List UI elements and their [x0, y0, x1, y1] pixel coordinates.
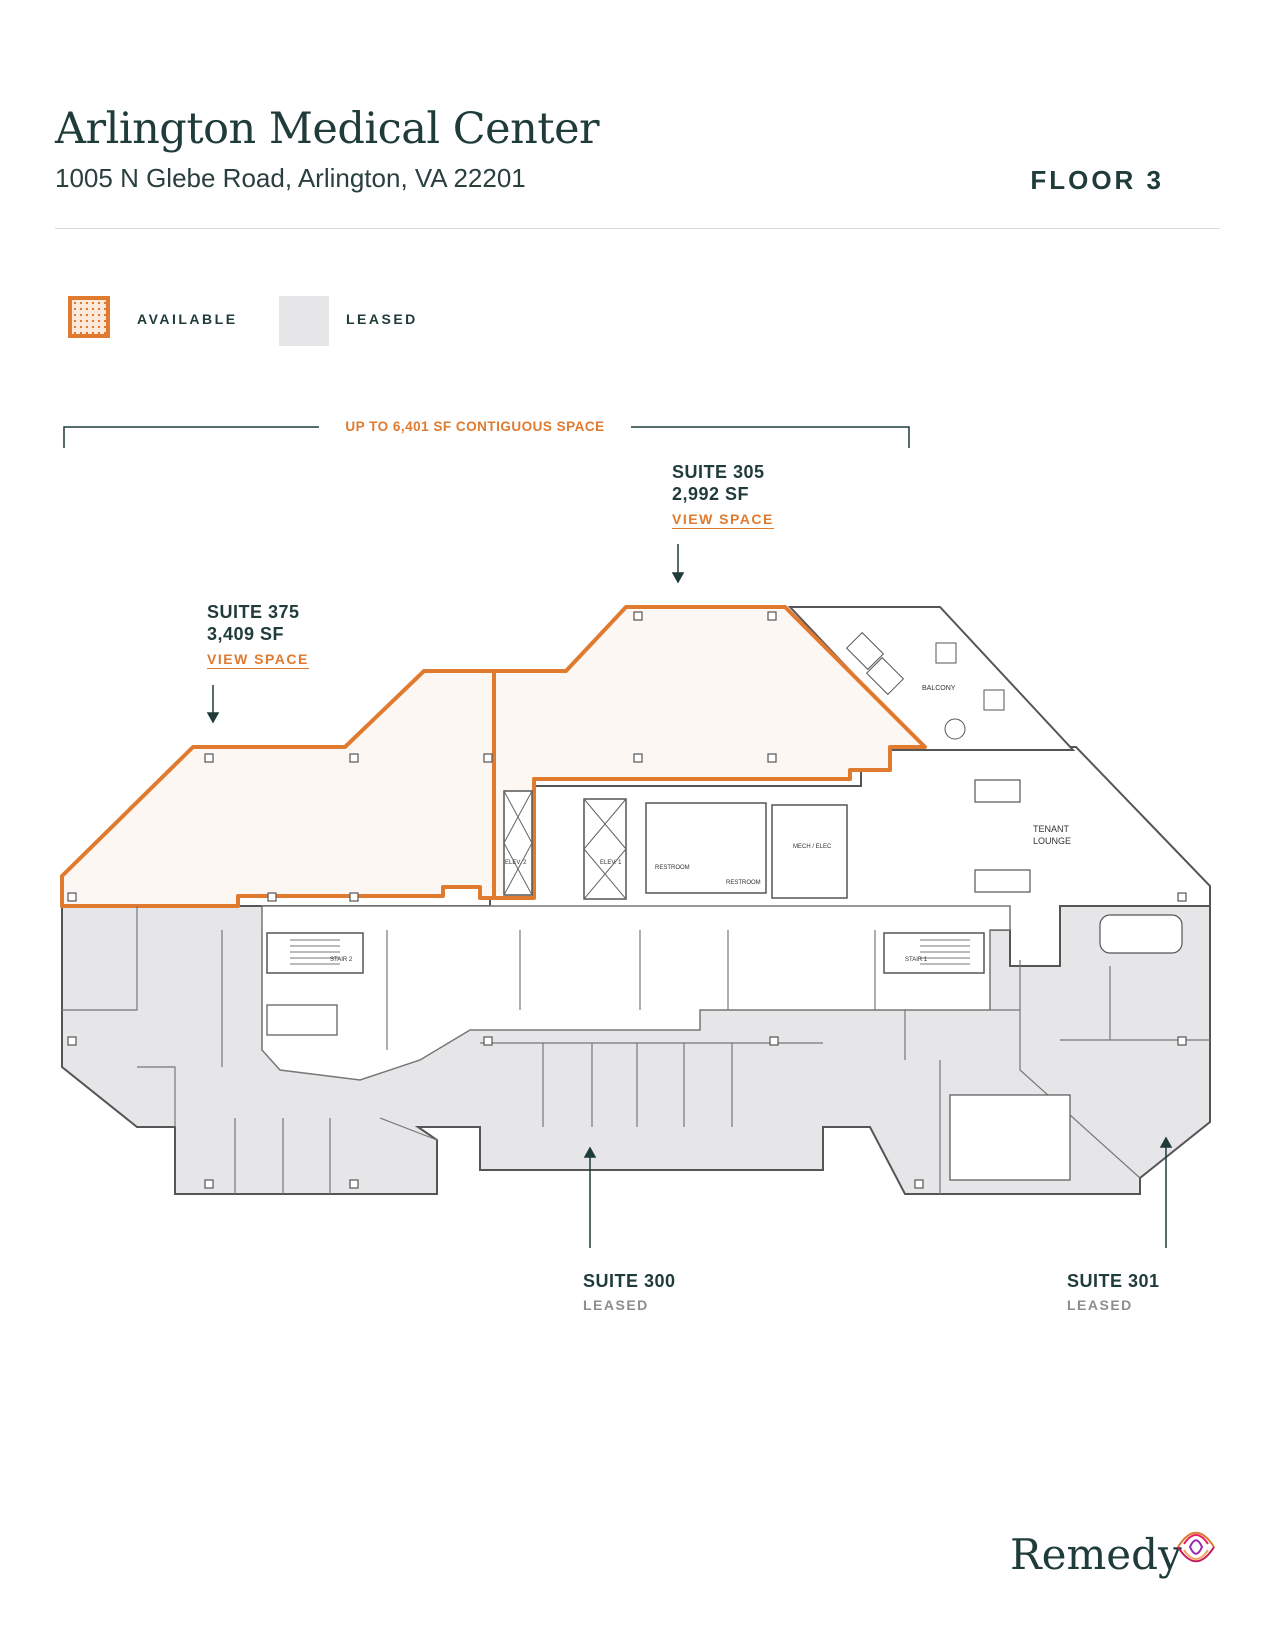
- stair-marks: [290, 939, 970, 965]
- suite-300-name: SUITE 300: [583, 1271, 676, 1291]
- leased-swatch: [279, 296, 329, 346]
- remedy-logo-text: Remedy: [1010, 1530, 1182, 1579]
- stair2-label: STAIR 2: [330, 957, 353, 963]
- restroom-label-1: RESTROOM: [655, 865, 690, 871]
- building-title: Arlington Medical Center: [55, 104, 600, 154]
- interior-walls: [62, 906, 1210, 1194]
- remedy-logo-icon: [1177, 1531, 1215, 1563]
- contiguous-space-label: UP TO 6,401 SF CONTIGUOUS SPACE: [345, 419, 605, 434]
- suite-375-name: SUITE 375: [207, 602, 300, 622]
- suite-375-outline: [60, 669, 496, 908]
- stair1-label: STAIR 1: [905, 957, 928, 963]
- suite-305-view-link[interactable]: VIEW SPACE: [672, 511, 774, 529]
- floor-label: FLOOR 3: [1030, 165, 1164, 195]
- suite-375-area: 3,409 SF: [207, 624, 285, 644]
- available-swatch: [68, 296, 110, 338]
- structural-columns: [67, 611, 1187, 1189]
- suite-375-view-link[interactable]: VIEW SPACE: [207, 651, 309, 669]
- suite-301-name: SUITE 301: [1067, 1271, 1160, 1291]
- conference-tables: [266, 779, 1183, 1181]
- suite-301-status: LEASED: [1067, 1297, 1133, 1313]
- balcony-label: BALCONY: [922, 685, 956, 692]
- elevator-marks: [503, 790, 627, 900]
- central-corridor: [261, 905, 1011, 1081]
- legend-available-label: AVAILABLE: [137, 311, 238, 327]
- header-divider: [55, 228, 1220, 229]
- mech-elec-label: MECH / ELEC: [793, 844, 832, 850]
- pointer-arrows: [206, 544, 1173, 1248]
- elev2-label: ELEV. 2: [505, 860, 527, 866]
- suite-300-status: LEASED: [583, 1297, 649, 1313]
- tenant-lounge-label-1: TENANT: [1033, 824, 1070, 834]
- elev1-label: ELEV. 1: [600, 860, 622, 866]
- suite-305-area: 2,992 SF: [672, 484, 750, 504]
- building-address: 1005 N Glebe Road, Arlington, VA 22201: [55, 163, 526, 193]
- suite-305-name: SUITE 305: [672, 462, 765, 482]
- legend-leased-label: LEASED: [346, 311, 418, 327]
- contiguous-bracket: [63, 426, 910, 448]
- balcony-furniture: [845, 631, 1005, 740]
- restroom-label-2: RESTROOM: [726, 880, 761, 886]
- tenant-lounge-label-2: LOUNGE: [1033, 836, 1071, 846]
- suite-305-outline: [492, 605, 927, 900]
